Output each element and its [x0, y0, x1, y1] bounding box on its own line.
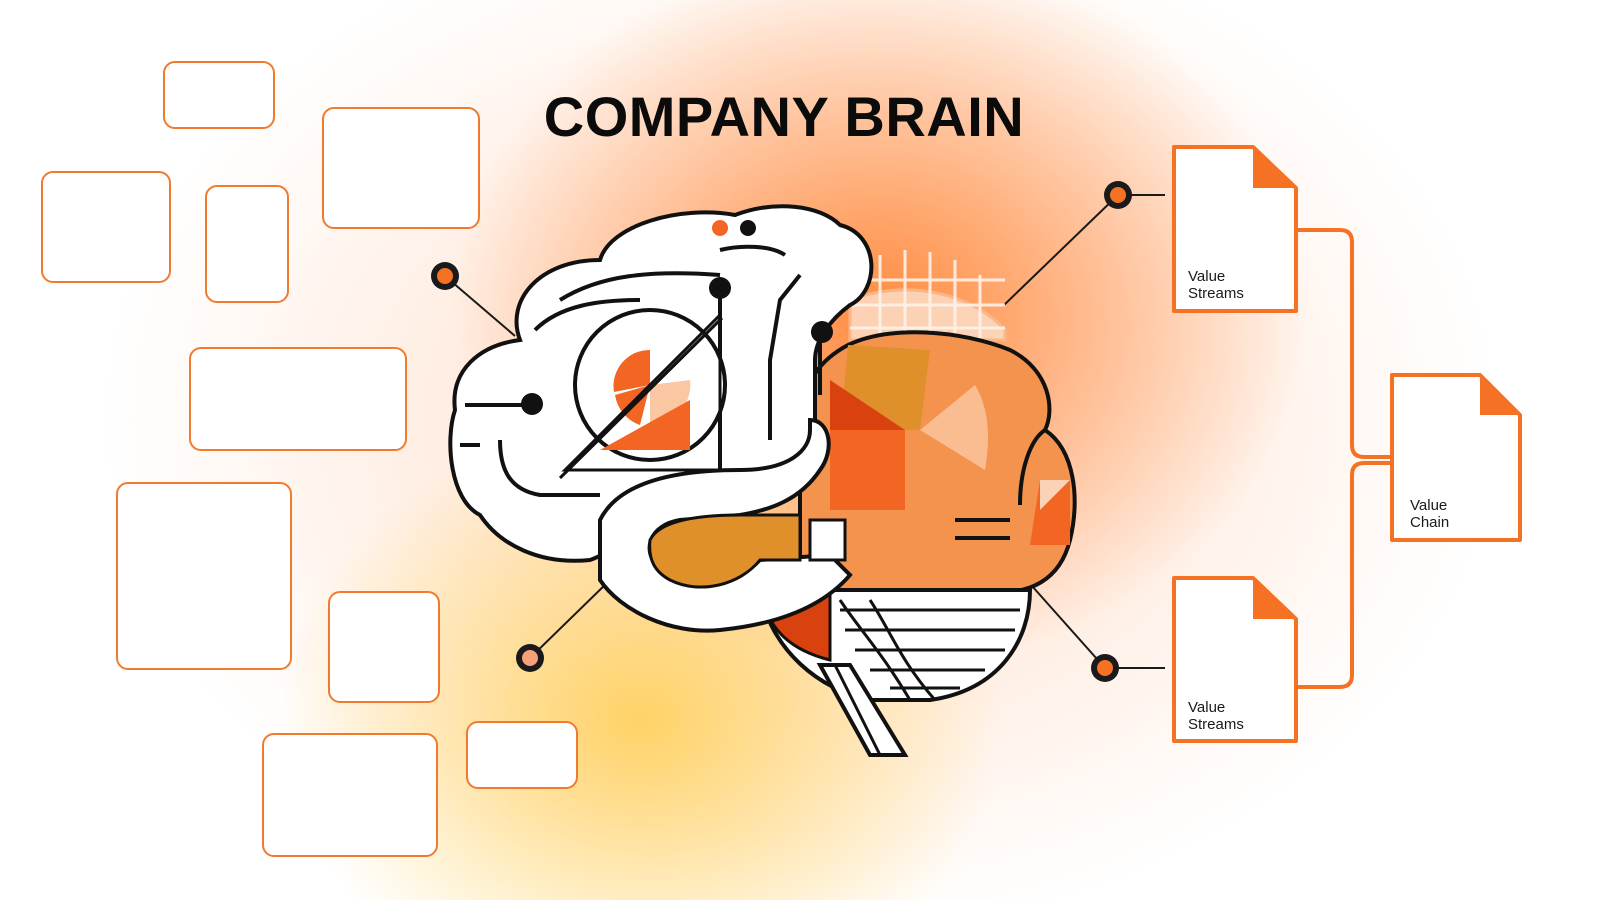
- placeholder-card[interactable]: [205, 185, 289, 303]
- placeholder-card[interactable]: [328, 591, 440, 703]
- connector-node-icon: [516, 644, 544, 672]
- document-icon[interactable]: [1172, 576, 1298, 743]
- connector-lines: [444, 194, 1165, 669]
- placeholder-card[interactable]: [116, 482, 292, 670]
- bracket-connector: [1295, 228, 1392, 689]
- document-icon[interactable]: [1172, 145, 1298, 313]
- placeholder-card[interactable]: [262, 733, 438, 857]
- document-icon[interactable]: [1390, 373, 1522, 542]
- connector-node-icon: [1104, 181, 1132, 209]
- placeholder-card[interactable]: [41, 171, 171, 283]
- document-label-line: Value: [1410, 497, 1448, 514]
- placeholder-card[interactable]: [322, 107, 480, 229]
- brain-illustration-icon: [448, 204, 1077, 757]
- connector-node-icon: [431, 262, 459, 290]
- placeholder-card[interactable]: [466, 721, 578, 789]
- document-label-line: Streams: [1188, 285, 1244, 302]
- placeholder-card[interactable]: [189, 347, 407, 451]
- placeholder-card[interactable]: [163, 61, 275, 129]
- connector-node-icon: [1091, 654, 1119, 682]
- document-label-line: Streams: [1188, 716, 1244, 733]
- document-label-line: Value: [1188, 699, 1226, 716]
- document-label-line: Chain: [1410, 514, 1450, 531]
- document-label-line: Value: [1188, 268, 1226, 285]
- document-label-value-streams-bottom: Value Streams: [1188, 699, 1244, 733]
- page-title: COMPANY BRAIN: [543, 85, 1025, 148]
- document-label-value-streams-top: Value Streams: [1188, 268, 1244, 302]
- document-label-value-chain: Value Chain: [1410, 497, 1449, 531]
